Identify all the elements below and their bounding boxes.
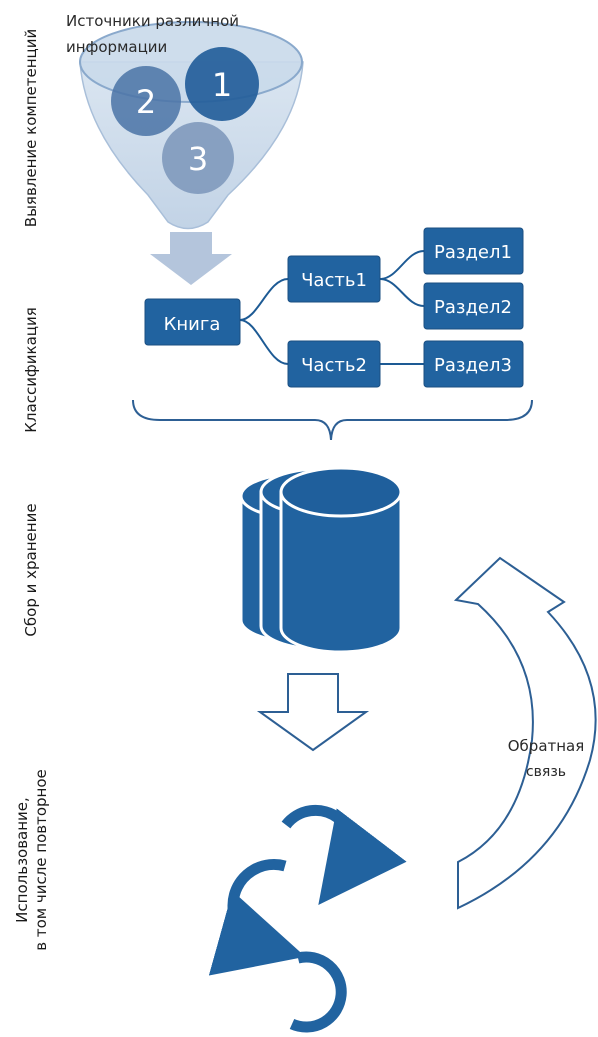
stage-label-identify: Выявление компетенций [22, 29, 40, 227]
svg-text:Часть1: Часть1 [301, 270, 367, 291]
source-circle-1: 1 [185, 47, 259, 121]
funnel-title-line1: Источники различной [66, 12, 239, 30]
svg-text:Раздел2: Раздел2 [434, 297, 512, 318]
svg-text:Книга: Книга [164, 314, 221, 335]
svg-text:Раздел3: Раздел3 [434, 355, 512, 376]
svg-text:2: 2 [136, 83, 156, 121]
stage-label-usage-line2: в том числе повторное [32, 769, 50, 951]
curved-arrow-up-icon [453, 556, 597, 910]
svg-text:Раздел1: Раздел1 [434, 242, 512, 263]
stage-label-usage-line1: Использование, [13, 797, 31, 923]
database-icon [239, 466, 403, 654]
feedback-label-line2: связь [526, 764, 566, 780]
node-section-1: Раздел1 [423, 227, 524, 275]
node-section-2: Раздел2 [423, 282, 524, 330]
feedback-label-line1: Обратная [508, 737, 585, 755]
svg-text:Часть2: Часть2 [301, 355, 367, 376]
source-circle-2: 2 [111, 66, 181, 136]
node-book: Книга [144, 298, 241, 346]
source-circle-3: 3 [162, 122, 234, 194]
cycle-arrows-icon [208, 804, 407, 1033]
funnel-title-line2: информации [66, 38, 167, 56]
stage-label-storage: Сбор и хранение [22, 503, 40, 636]
node-part-1: Часть1 [287, 255, 381, 303]
node-section-3: Раздел3 [423, 340, 524, 388]
node-part-2: Часть2 [287, 340, 381, 388]
stage-label-classify: Классификация [22, 307, 40, 432]
svg-text:3: 3 [188, 140, 208, 178]
tree-connectors [239, 250, 425, 365]
arrow-down-icon [150, 232, 232, 285]
brace-icon [132, 399, 533, 441]
arrow-down-outline-icon [256, 673, 370, 752]
svg-text:1: 1 [212, 66, 232, 104]
